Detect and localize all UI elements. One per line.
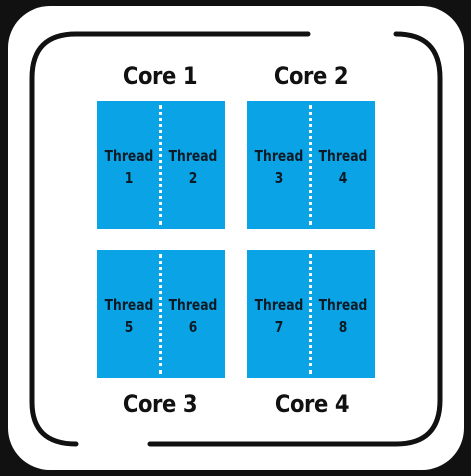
thread-3: Thread 3: [253, 145, 305, 189]
thread-1-number: 1: [124, 169, 134, 187]
core-1: Thread 1 Thread 2: [97, 101, 225, 229]
thread-6-number: 6: [188, 318, 198, 336]
thread-5: Thread 5: [103, 294, 155, 338]
core-label-2: Core 2: [273, 62, 349, 90]
thread-divider: [309, 105, 312, 225]
thread-8: Thread 8: [317, 294, 369, 338]
thread-divider: [309, 254, 312, 374]
chip-outline-right: [147, 31, 443, 447]
thread-8-word: Thread: [318, 296, 368, 314]
thread-5-word: Thread: [104, 296, 154, 314]
thread-7: Thread 7: [253, 294, 305, 338]
core-2: Thread 3 Thread 4: [247, 101, 375, 229]
thread-4-word: Thread: [318, 147, 368, 165]
thread-6: Thread 6: [167, 294, 219, 338]
thread-divider: [159, 105, 162, 225]
core-4: Thread 7 Thread 8: [247, 250, 375, 378]
thread-divider: [159, 254, 162, 374]
thread-3-word: Thread: [254, 147, 304, 165]
thread-7-word: Thread: [254, 296, 304, 314]
thread-2: Thread 2: [167, 145, 219, 189]
core-label-4: Core 4: [274, 390, 350, 418]
thread-6-word: Thread: [168, 296, 218, 314]
thread-7-number: 7: [274, 318, 284, 336]
thread-5-number: 5: [124, 318, 134, 336]
core-3: Thread 5 Thread 6: [97, 250, 225, 378]
processor-chip: [8, 6, 464, 470]
thread-4-number: 4: [338, 169, 348, 187]
thread-2-word: Thread: [168, 147, 218, 165]
thread-2-number: 2: [188, 169, 198, 187]
thread-3-number: 3: [274, 169, 284, 187]
thread-4: Thread 4: [317, 145, 369, 189]
core-label-3: Core 3: [122, 390, 198, 418]
thread-1-word: Thread: [104, 147, 154, 165]
chip-outline-left: [29, 31, 311, 447]
thread-8-number: 8: [338, 318, 348, 336]
core-label-1: Core 1: [122, 62, 198, 90]
thread-1: Thread 1: [103, 145, 155, 189]
